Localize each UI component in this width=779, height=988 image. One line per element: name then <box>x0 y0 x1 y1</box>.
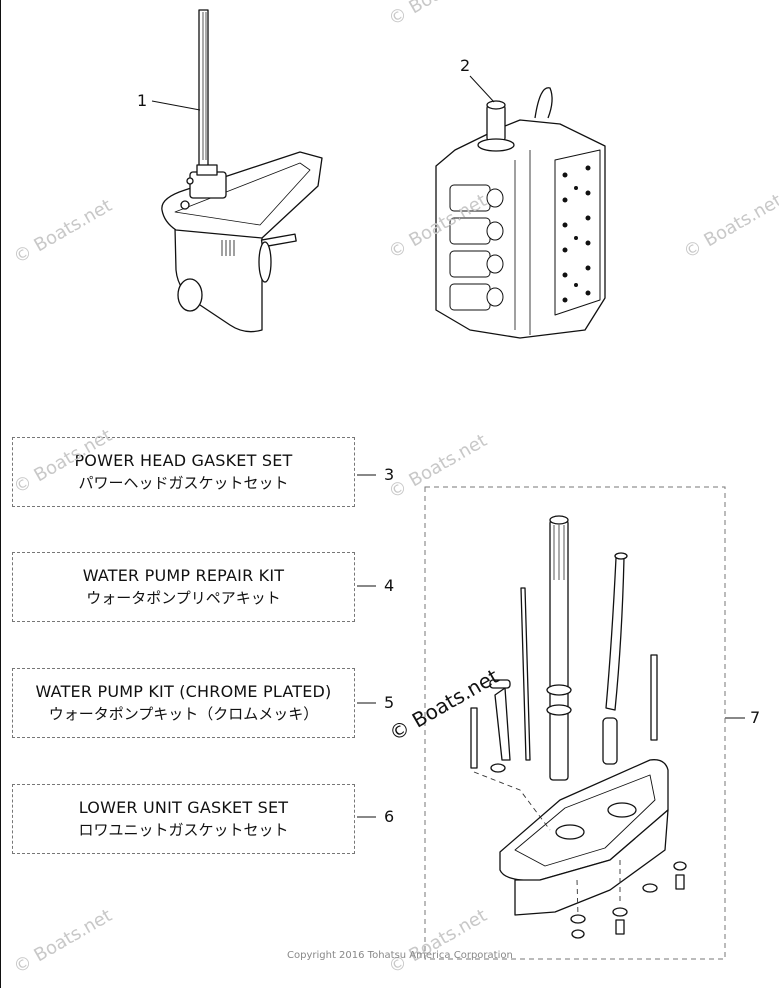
callout-3: 3 <box>384 465 395 484</box>
callout-1: 1 <box>137 91 148 110</box>
kit-label-jp: パワーヘッドガスケットセット <box>78 474 289 492</box>
callout-2: 2 <box>460 56 471 75</box>
callout-5: 5 <box>384 693 395 712</box>
kit-label-jp: ウォータポンプリペアキット <box>86 589 281 607</box>
kit-label-jp: ウォータポンプキット（クロムメッキ） <box>48 705 319 723</box>
callout-6: 6 <box>384 807 395 826</box>
kit-label-en: LOWER UNIT GASKET SET <box>78 798 289 817</box>
kit-group-frame <box>424 486 726 960</box>
kit-water-pump-kit-chrome: WATER PUMP KIT (CHROME PLATED) ウォータポンプキッ… <box>12 668 355 738</box>
kit-water-pump-repair-kit: WATER PUMP REPAIR KIT ウォータポンプリペアキット <box>12 552 355 622</box>
power-head-drawing <box>435 87 606 339</box>
water-pump-assembly-drawing <box>470 515 687 939</box>
callout-7: 7 <box>750 708 761 727</box>
kit-label-en: WATER PUMP REPAIR KIT <box>82 566 285 585</box>
copyright-notice: Copyright 2016 Tohatsu America Corporati… <box>287 950 513 961</box>
kit-label-jp: ロワユニットガスケットセット <box>78 821 289 839</box>
leader-lines <box>151 75 745 818</box>
kit-label-en: WATER PUMP KIT (CHROME PLATED) <box>35 682 332 701</box>
callout-4: 4 <box>384 576 395 595</box>
lower-unit-drawing <box>161 9 323 333</box>
kit-label-en: POWER HEAD GASKET SET <box>74 451 293 470</box>
kit-power-head-gasket-set: POWER HEAD GASKET SET パワーヘッドガスケットセット <box>12 437 355 507</box>
kit-lower-unit-gasket-set: LOWER UNIT GASKET SET ロワユニットガスケットセット <box>12 784 355 854</box>
